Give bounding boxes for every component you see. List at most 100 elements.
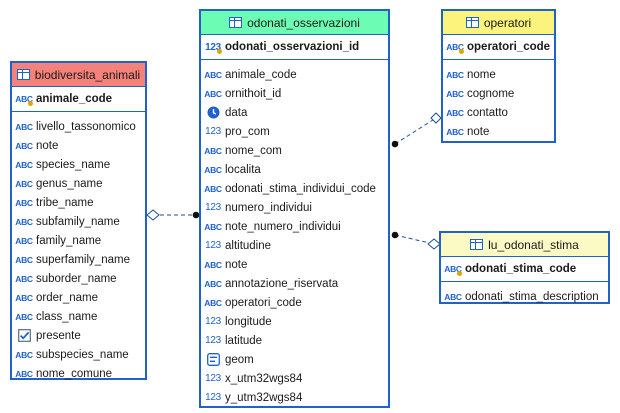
entity-title: odonati_osservazioni — [247, 15, 360, 30]
text-type-icon: ABC — [15, 216, 33, 227]
table-icon — [470, 239, 484, 250]
primary-key-name: odonati_osservazioni_id — [225, 41, 360, 53]
column-name: animale_code — [225, 68, 297, 81]
text-type-icon: ABC — [446, 88, 464, 99]
column-row[interactable]: 123 altitudine — [201, 236, 388, 255]
text-type-icon: ABC — [204, 145, 222, 156]
text-type-icon: ABC — [446, 107, 464, 118]
column-row[interactable]: data — [201, 103, 388, 122]
entity-title-bar[interactable]: operatori — [443, 11, 554, 35]
text-type-icon: ABC — [15, 349, 33, 360]
numeric-type-icon: 123 — [205, 240, 221, 251]
primary-key-row[interactable]: ABC operatori_code — [443, 35, 554, 60]
table-icon — [465, 17, 479, 28]
numeric-type-icon: 123 — [205, 202, 221, 213]
entity-lu-odonati-stima[interactable]: lu_odonati_stima ABC odonati_stima_code … — [439, 231, 610, 304]
primary-key-icon: ABC — [15, 94, 33, 106]
text-type-icon: ABC — [15, 140, 33, 151]
text-type-icon: ABC — [15, 292, 33, 303]
column-name: cognome — [467, 87, 515, 100]
column-name: x_utm32wgs84 — [225, 372, 303, 385]
text-type-icon: ABC — [204, 164, 222, 175]
column-name: contatto — [467, 106, 508, 119]
column-name: annotazione_riservata — [225, 277, 339, 290]
text-type-icon: ABC — [15, 368, 33, 379]
entity-odonati-osservazioni[interactable]: odonati_osservazioni 123 odonati_osserva… — [199, 9, 390, 408]
column-name: longitude — [225, 315, 272, 328]
column-name: odonati_stima_individui_code — [225, 182, 376, 195]
column-name: genus_name — [36, 177, 103, 190]
column-name: suborder_name — [36, 272, 117, 285]
column-name: localita — [225, 163, 261, 176]
text-type-icon: ABC — [15, 235, 33, 246]
column-name: y_utm32wgs84 — [225, 391, 303, 404]
column-name: odonati_stima_description — [465, 290, 599, 303]
text-type-icon: ABC — [204, 88, 222, 99]
geometry-icon — [204, 353, 222, 367]
text-type-icon: ABC — [446, 69, 464, 80]
column-name: latitude — [225, 334, 263, 347]
primary-key-icon: 123 — [205, 41, 222, 54]
primary-key-row[interactable]: 123 odonati_osservazioni_id — [201, 35, 388, 60]
column-row[interactable]: presente — [12, 326, 145, 345]
column-name: note_numero_individui — [225, 220, 341, 233]
column-name: nome_comune — [36, 367, 113, 380]
entity-title: operatori — [483, 15, 532, 30]
column-name: nome_com — [225, 144, 282, 157]
primary-key-icon: ABC — [446, 42, 464, 54]
text-type-icon: ABC — [204, 278, 222, 289]
primary-key-row[interactable]: ABC odonati_stima_code — [441, 257, 608, 282]
text-type-icon: ABC — [204, 69, 222, 80]
entity-title-bar[interactable]: lu_odonati_stima — [441, 233, 608, 257]
entity-title-bar[interactable]: biodiversita_animali — [12, 63, 145, 87]
entity-title-bar[interactable]: odonati_osservazioni — [201, 11, 388, 35]
numeric-type-icon: 123 — [205, 392, 221, 403]
column-row[interactable]: geom — [201, 350, 388, 369]
entity-biodiversita-animali[interactable]: biodiversita_animali ABC animale_code AB… — [10, 61, 147, 380]
column-name: note — [467, 125, 490, 138]
text-type-icon: ABC — [15, 178, 33, 189]
text-type-icon: ABC — [204, 259, 222, 270]
relation-dot-marker — [391, 231, 399, 239]
column-name: altitudine — [225, 239, 272, 252]
text-type-icon: ABC — [446, 126, 464, 137]
column-row[interactable]: 123 y_utm32wgs84 — [201, 388, 388, 407]
relation-dot-marker — [391, 140, 399, 148]
primary-key-row[interactable]: ABC animale_code — [12, 87, 145, 112]
table-icon — [229, 17, 243, 28]
